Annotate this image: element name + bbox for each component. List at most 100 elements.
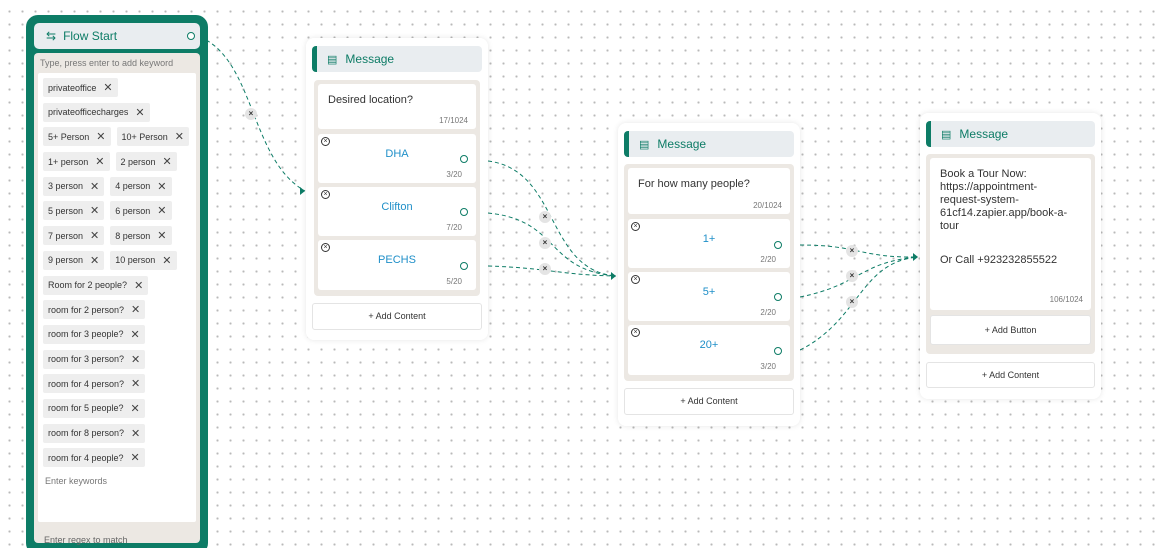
message-header[interactable]: ▤ Message — [624, 131, 794, 157]
add-button-button[interactable]: + Add Button — [930, 315, 1091, 345]
message-text[interactable]: For how many people? 20/1024 — [628, 168, 790, 214]
keyword-tag: privateoffice✕ — [43, 78, 118, 97]
remove-keyword-icon[interactable]: ✕ — [90, 180, 100, 193]
quick-reply-button[interactable]: × 5+ 2/20 — [628, 272, 790, 321]
edge-delete-button[interactable]: × — [539, 211, 551, 223]
message-text[interactable]: Desired location? 17/1024 — [318, 84, 476, 129]
quick-reply-button[interactable]: × 1+ 2/20 — [628, 219, 790, 268]
remove-keyword-icon[interactable]: ✕ — [130, 452, 140, 465]
button-char-counter: 7/20 — [446, 223, 462, 232]
remove-keyword-icon[interactable]: ✕ — [162, 156, 172, 169]
remove-keyword-icon[interactable]: ✕ — [95, 156, 105, 169]
remove-keyword-icon[interactable]: ✕ — [130, 328, 140, 341]
remove-keyword-icon[interactable]: ✕ — [131, 378, 141, 391]
output-handle[interactable] — [774, 347, 782, 355]
edge-delete-button[interactable]: × — [245, 108, 257, 120]
remove-keyword-icon[interactable]: ✕ — [135, 106, 145, 119]
button-label: 20+ — [699, 339, 719, 351]
button-label: PECHS — [378, 254, 416, 266]
message-text-line: https://appointment- — [940, 181, 1038, 193]
add-content-button[interactable]: + Add Content — [624, 388, 794, 415]
output-handle[interactable] — [460, 208, 468, 216]
quick-reply-button[interactable]: × DHA 3/20 — [318, 134, 476, 183]
add-content-button[interactable]: + Add Content — [926, 362, 1095, 388]
delete-icon[interactable]: × — [631, 275, 640, 284]
regex-toggle[interactable] — [168, 543, 190, 548]
output-handle[interactable] — [460, 262, 468, 270]
edge-delete-button[interactable]: × — [539, 263, 551, 275]
keyword-tag-label: 10 person — [115, 255, 156, 266]
button-char-counter: 2/20 — [760, 255, 776, 264]
quick-reply-button[interactable]: × PECHS 5/20 — [318, 240, 476, 290]
remove-keyword-icon[interactable]: ✕ — [131, 353, 141, 366]
remove-keyword-icon[interactable]: ✕ — [103, 82, 113, 94]
keyword-tag: 9 person ✕ — [43, 250, 105, 270]
keyword-tag-label: 6 person — [115, 205, 151, 216]
keyword-tag-label: room for 2 person? — [48, 304, 125, 315]
remove-keyword-icon[interactable]: ✕ — [134, 279, 144, 292]
keyword-tag: room for 4 person? ✕ — [43, 374, 146, 394]
enter-keywords-input[interactable]: Enter keywords — [45, 476, 108, 486]
message-node-people[interactable]: ▤ Message For how many people? 20/1024 ×… — [618, 123, 800, 426]
keyword-tag-label: 1+ person — [48, 156, 89, 167]
message-header[interactable]: ▤ Message — [926, 121, 1095, 147]
button-label: 1+ — [702, 233, 716, 245]
keyword-tag: room for 3 people?✕ — [43, 324, 145, 344]
keyword-input[interactable]: Type, press enter to add keyword — [40, 58, 174, 68]
message-content-frame: Book a Tour Now:https://appointment-requ… — [926, 154, 1095, 354]
message-content-frame: Desired location? 17/1024 × DHA 3/20 × C… — [314, 80, 480, 296]
delete-icon[interactable]: × — [321, 137, 330, 146]
edge-dha-to-message2 — [487, 160, 617, 277]
regex-label: Enter regex to match — [44, 535, 128, 545]
message-header[interactable]: ▤ Message — [312, 46, 482, 72]
keyword-tag: room for 5 people?✕ — [43, 398, 145, 418]
add-content-button[interactable]: + Add Content — [312, 303, 482, 330]
edge-clifton-to-message2 — [487, 212, 617, 277]
message-text[interactable]: Book a Tour Now:https://appointment-requ… — [930, 158, 1091, 310]
keyword-tag-label: 7 person — [48, 230, 84, 241]
remove-keyword-icon[interactable]: ✕ — [157, 205, 167, 218]
remove-keyword-icon[interactable]: ✕ — [131, 304, 141, 317]
keyword-tag-label: 5 person — [48, 205, 84, 216]
delete-icon[interactable]: × — [631, 328, 640, 337]
edge-delete-button[interactable]: × — [539, 237, 551, 249]
delete-icon[interactable]: × — [321, 243, 330, 252]
remove-keyword-icon[interactable]: ✕ — [90, 230, 100, 243]
output-handle[interactable] — [187, 32, 195, 40]
edge-delete-button[interactable]: × — [846, 296, 858, 308]
remove-keyword-icon[interactable]: ✕ — [157, 180, 167, 193]
keyword-tag-label: 4 person — [115, 181, 151, 192]
keyword-tag: 4 person ✕ — [110, 176, 172, 196]
flow-start-node[interactable]: ⇆ Flow Start Type, press enter to add ke… — [26, 15, 208, 548]
flow-start-header[interactable]: ⇆ Flow Start — [34, 23, 200, 49]
output-handle[interactable] — [774, 293, 782, 301]
delete-icon[interactable]: × — [321, 190, 330, 199]
edge-5plus-to-message3 — [799, 256, 919, 298]
message-node-tour[interactable]: ▤ Message Book a Tour Now:https://appoin… — [920, 113, 1101, 399]
edge-20plus-to-message3 — [799, 256, 919, 351]
keyword-tag-label: room for 4 person? — [48, 378, 125, 389]
remove-keyword-icon[interactable]: ✕ — [174, 131, 185, 144]
edge-delete-button[interactable]: × — [846, 270, 858, 282]
message-title: Message — [959, 127, 1009, 141]
message-node-location[interactable]: ▤ Message Desired location? 17/1024 × DH… — [306, 38, 488, 340]
message-icon: ▤ — [327, 53, 338, 66]
remove-keyword-icon[interactable]: ✕ — [96, 131, 106, 144]
output-handle[interactable] — [460, 155, 468, 163]
flow-start-title: Flow Start — [63, 29, 118, 43]
remove-keyword-icon[interactable]: ✕ — [162, 254, 172, 267]
edge-delete-button[interactable]: × — [846, 245, 858, 257]
remove-keyword-icon[interactable]: ✕ — [157, 230, 167, 243]
delete-icon[interactable]: × — [631, 222, 640, 231]
remove-keyword-icon[interactable]: ✕ — [90, 254, 100, 267]
message-text-line: Book a Tour Now: — [940, 168, 1027, 180]
keyword-tag-label: 9 person — [48, 255, 84, 266]
keyword-tag: 10 person ✕ — [110, 250, 177, 270]
char-counter: 17/1024 — [439, 116, 468, 125]
quick-reply-button[interactable]: × Clifton 7/20 — [318, 187, 476, 236]
remove-keyword-icon[interactable]: ✕ — [131, 427, 141, 440]
remove-keyword-icon[interactable]: ✕ — [90, 205, 100, 218]
remove-keyword-icon[interactable]: ✕ — [130, 402, 140, 415]
output-handle[interactable] — [774, 241, 782, 249]
quick-reply-button[interactable]: × 20+ 3/20 — [628, 325, 790, 375]
